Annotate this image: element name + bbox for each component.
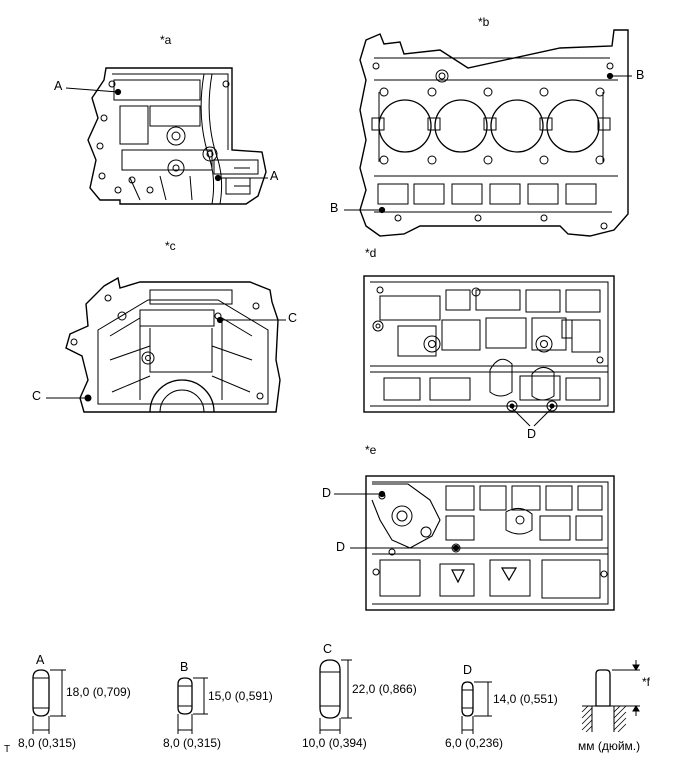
view-a-label: *a xyxy=(160,33,172,47)
unit-label: мм (дюйм.) xyxy=(578,739,641,753)
view-c-label: *c xyxy=(165,239,176,253)
pin-c-drawing xyxy=(319,659,352,734)
pin-d-diameter: 6,0 (0,236) xyxy=(445,736,504,750)
pin-a-length: 18,0 (0,709) xyxy=(66,685,131,699)
pin-b-drawing xyxy=(177,677,208,734)
callout-d-view-d: D xyxy=(527,427,537,441)
view-e-label: *e xyxy=(365,443,377,457)
pin-a-drawing xyxy=(32,669,66,734)
pin-d-drawing xyxy=(461,681,492,734)
installed-pin-legend xyxy=(581,660,640,733)
callout-c-left: C xyxy=(32,389,42,403)
view-d-block xyxy=(363,275,615,413)
pin-c-diameter: 10,0 (0,394) xyxy=(302,736,367,750)
callout-b-right: B xyxy=(636,68,645,82)
view-e-block xyxy=(365,475,615,611)
view-a-block xyxy=(87,67,267,205)
protrusion-label: *f xyxy=(642,675,651,689)
view-b-block xyxy=(359,29,629,237)
view-b-label: *b xyxy=(478,15,490,29)
pin-d-letter: D xyxy=(463,663,473,677)
callout-leaders xyxy=(46,72,632,552)
pin-d-length: 14,0 (0,551) xyxy=(493,692,558,706)
view-d-label: *d xyxy=(365,246,377,260)
pin-b-letter: B xyxy=(180,660,189,674)
callout-c-right: C xyxy=(288,311,298,325)
callout-b-left: B xyxy=(330,201,339,215)
pin-b-diameter: 8,0 (0,315) xyxy=(163,736,222,750)
pin-c-letter: C xyxy=(323,642,333,656)
callout-a-upper: A xyxy=(54,79,63,93)
pin-a-diameter: 8,0 (0,315) xyxy=(18,736,77,750)
corner-mark: T xyxy=(4,744,11,755)
pin-b-length: 15,0 (0,591) xyxy=(208,689,273,703)
pin-c-length: 22,0 (0,866) xyxy=(352,682,417,696)
callout-a-lower: A xyxy=(270,169,279,183)
callout-d-upper: D xyxy=(322,486,332,500)
callout-d-lower: D xyxy=(336,540,346,554)
view-c-block xyxy=(65,276,281,413)
pin-a-letter: A xyxy=(36,653,45,667)
